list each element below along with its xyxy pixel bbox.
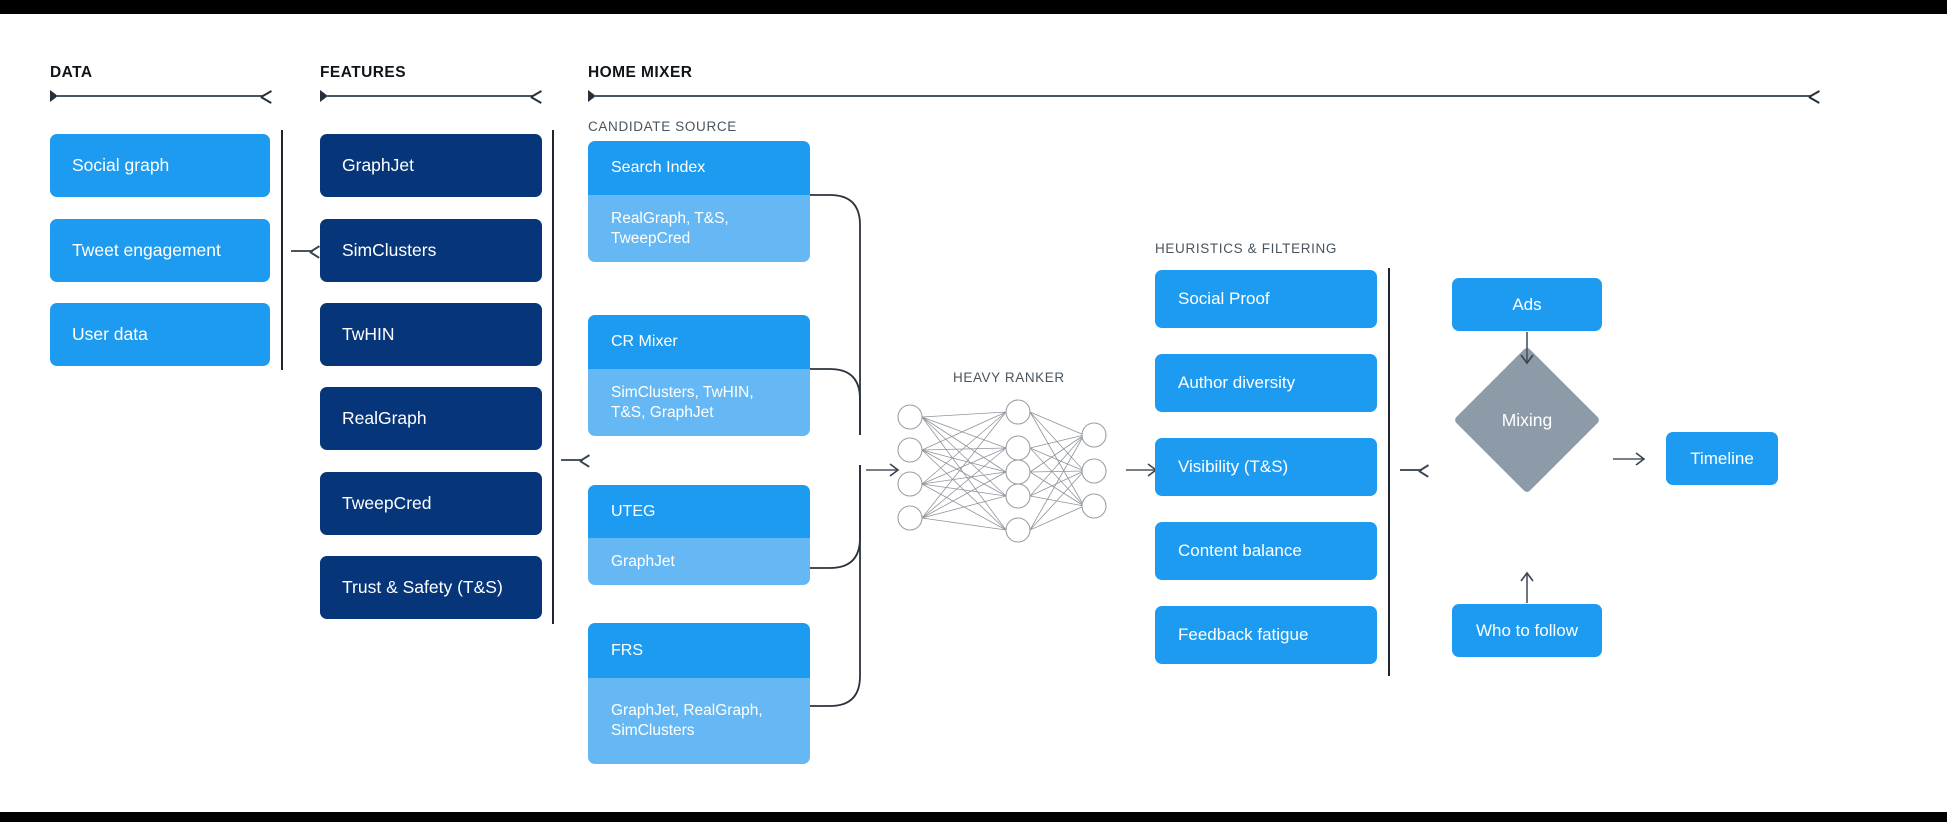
feature-box-graphjet[interactable]: GraphJet: [320, 134, 542, 197]
output-box-timeline[interactable]: Timeline: [1666, 432, 1778, 485]
divider-heuristics-mixing: [1388, 268, 1390, 676]
candidate-source-card-uteg[interactable]: UTEG GraphJet: [588, 485, 810, 585]
candidate-source-features: RealGraph, T&S, TweepCred: [588, 195, 810, 262]
candidate-source-features: GraphJet: [588, 538, 810, 585]
divider-data-features: [281, 130, 283, 370]
candidate-source-card-search-index[interactable]: Search Index RealGraph, T&S, TweepCred: [588, 141, 810, 262]
section-label-features: FEATURES: [320, 64, 406, 81]
heuristic-box-feedback-fatigue[interactable]: Feedback fatigue: [1155, 606, 1377, 664]
candidate-source-title: CR Mixer: [588, 315, 810, 369]
heuristic-box-content-balance[interactable]: Content balance: [1155, 522, 1377, 580]
candidate-source-card-cr-mixer[interactable]: CR Mixer SimClusters, TwHIN, T&S, GraphJ…: [588, 315, 810, 436]
mixing-connectors: [1520, 332, 1646, 603]
data-box-social-graph[interactable]: Social graph: [50, 134, 270, 197]
column-label-heuristics: HEURISTICS & FILTERING: [1155, 241, 1338, 256]
heuristic-box-social-proof[interactable]: Social Proof: [1155, 270, 1377, 328]
column-label-heavy-ranker: HEAVY RANKER: [953, 370, 1065, 385]
feature-box-trust-safety[interactable]: Trust & Safety (T&S): [320, 556, 542, 619]
feature-box-tweepcred[interactable]: TweepCred: [320, 472, 542, 535]
section-label-data: DATA: [50, 64, 93, 81]
arrow-heuristics-to-mixing: [1400, 464, 1430, 476]
column-label-candidate-source: CANDIDATE SOURCE: [588, 119, 737, 134]
letterbox-top-bar: [0, 0, 1947, 14]
candidate-source-title: UTEG: [588, 485, 810, 538]
heuristic-box-visibility[interactable]: Visibility (T&S): [1155, 438, 1377, 496]
axis-arrow-features: [320, 90, 542, 102]
section-label-home-mixer: HOME MIXER: [588, 64, 693, 81]
data-box-tweet-engagement[interactable]: Tweet engagement: [50, 219, 270, 282]
diagram-canvas: DATA FEATURES HOME MIXER Social graph Tw…: [0, 14, 1947, 812]
feature-box-simclusters[interactable]: SimClusters: [320, 219, 542, 282]
candidate-source-features: GraphJet, RealGraph, SimClusters: [588, 678, 810, 764]
connector-overlay: [810, 194, 1158, 707]
output-box-ads[interactable]: Ads: [1452, 278, 1602, 331]
arrow-features-to-candidate-source: [561, 454, 591, 466]
output-box-who-to-follow[interactable]: Who to follow: [1452, 604, 1602, 657]
letterbox-bottom-bar: [0, 812, 1947, 822]
mixing-diamond-label: Mixing: [1501, 409, 1553, 430]
candidate-source-card-frs[interactable]: FRS GraphJet, RealGraph, SimClusters: [588, 623, 810, 764]
heuristic-box-author-diversity[interactable]: Author diversity: [1155, 354, 1377, 412]
candidate-source-features: SimClusters, TwHIN, T&S, GraphJet: [588, 369, 810, 436]
divider-features-homemixer: [552, 130, 554, 624]
arrow-data-to-features: [291, 245, 321, 257]
data-box-user-data[interactable]: User data: [50, 303, 270, 366]
candidate-source-title: Search Index: [588, 141, 810, 195]
axis-arrow-data: [50, 90, 272, 102]
feature-box-realgraph[interactable]: RealGraph: [320, 387, 542, 450]
feature-box-twhin[interactable]: TwHIN: [320, 303, 542, 366]
candidate-source-title: FRS: [588, 623, 810, 678]
axis-arrow-home-mixer: [588, 90, 1820, 102]
